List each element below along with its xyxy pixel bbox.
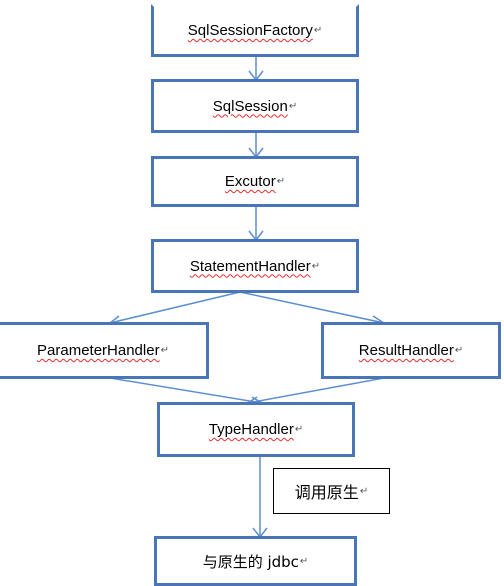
- resulthandler-box: ResultHandler↵: [321, 322, 501, 379]
- paragraph-mark: ↵: [359, 485, 369, 497]
- paragraph-mark: ↵: [313, 25, 323, 36]
- sqlsessionfactory-box: SqlSessionFactory↵: [151, 4, 359, 57]
- arrow-session-to-excutor: [248, 132, 264, 159]
- typehandler-box: TypeHandler↵: [157, 402, 355, 457]
- typehandler-label: TypeHandler: [208, 421, 294, 438]
- excutor-box: Excutor↵: [151, 156, 359, 207]
- arrow-statementhandler-to-parameterhandler: [108, 291, 241, 326]
- native-jdbc-box: 与原生的 jdbc↵: [154, 536, 357, 586]
- paragraph-mark: ↵: [276, 176, 286, 187]
- parameterhandler-box: ParameterHandler↵: [0, 322, 209, 379]
- arrow-excutor-to-statementhandler: [248, 206, 264, 242]
- native-jdbc-label: 与原生的 jdbc: [202, 552, 299, 571]
- sqlsessionfactory-label: SqlSessionFactory: [187, 22, 313, 39]
- statementhandler-label: StatementHandler: [189, 257, 311, 275]
- paragraph-mark: ↵: [311, 260, 321, 272]
- arrow-typehandler-to-jdbc: [252, 456, 268, 539]
- sqlsession-box: SqlSession↵: [151, 79, 359, 133]
- statementhandler-box: StatementHandler↵: [151, 239, 359, 293]
- native-call-note-label: 调用原生: [294, 483, 359, 502]
- native-call-note: 调用原生↵: [273, 468, 390, 514]
- paragraph-mark: ↵: [294, 424, 304, 435]
- excutor-label: Excutor: [224, 173, 276, 190]
- arrow-statementhandler-to-resulthandler: [239, 291, 387, 326]
- paragraph-mark: ↵: [454, 345, 464, 356]
- paragraph-mark: ↵: [288, 100, 298, 112]
- paragraph-mark: ↵: [160, 345, 169, 356]
- sqlsession-label: SqlSession: [212, 97, 288, 115]
- parameterhandler-label: ParameterHandler: [37, 342, 160, 359]
- paragraph-mark: ↵: [299, 555, 309, 567]
- resulthandler-label: ResultHandler: [358, 342, 454, 359]
- arrow-factory-to-session: [248, 56, 264, 82]
